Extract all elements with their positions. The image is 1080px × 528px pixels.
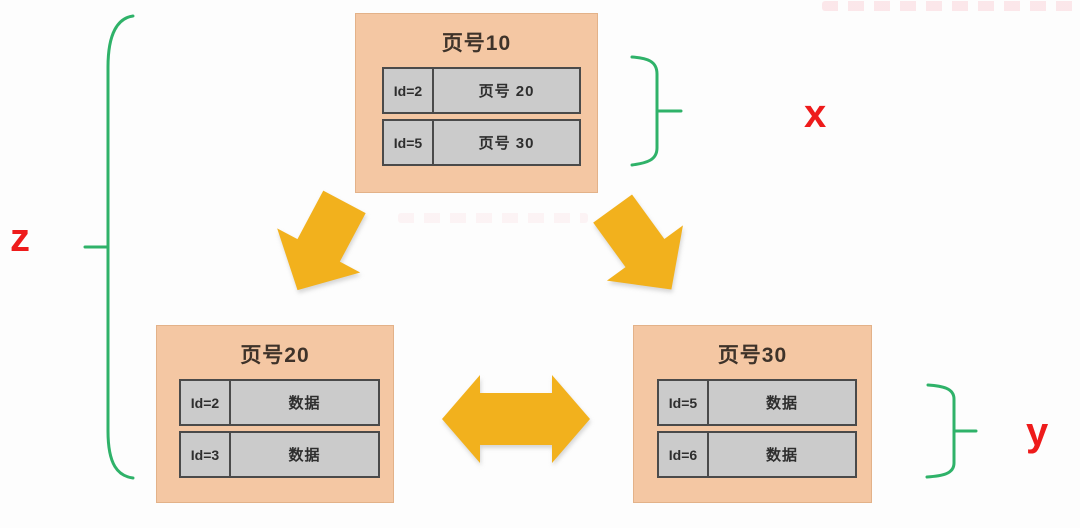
- record-value-cell: 数据: [765, 395, 798, 412]
- page-node-10: 页号10 Id=2 页号 20 Id=5 页号 30: [355, 13, 598, 193]
- page-title: 页号30: [717, 344, 788, 367]
- label-x: x: [804, 92, 827, 136]
- record-id-cell: Id=3: [181, 433, 231, 476]
- label-z: z: [10, 216, 30, 260]
- record-value-cell: 页号 20: [478, 83, 535, 100]
- arrow-down-right-icon: [593, 194, 683, 290]
- record-row: Id=3 数据: [179, 431, 380, 478]
- page-node-20: 页号20 Id=2 数据 Id=3 数据: [156, 325, 394, 503]
- record-row: Id=5 数据: [657, 379, 857, 426]
- watermark-artifact: [822, 1, 1078, 11]
- page-title: 页号20: [240, 344, 310, 367]
- brace-x-icon: [630, 55, 683, 167]
- record-value-cell: 数据: [288, 447, 321, 464]
- record-row: Id=5 页号 30: [382, 119, 581, 166]
- record-value-cell: 数据: [765, 447, 798, 464]
- watermark-artifact: [398, 213, 588, 223]
- record-list: Id=2 页号 20 Id=5 页号 30: [382, 67, 581, 171]
- record-id-cell: Id=2: [181, 381, 231, 424]
- record-row: Id=2 页号 20: [382, 67, 581, 114]
- brace-y-icon: [925, 383, 978, 479]
- record-row: Id=2 数据: [179, 379, 380, 426]
- arrow-down-left-icon: [277, 190, 366, 291]
- record-id-cell: Id=5: [384, 121, 434, 164]
- record-row: Id=6 数据: [657, 431, 857, 478]
- record-id-cell: Id=5: [659, 381, 709, 424]
- record-value-cell: 数据: [288, 395, 321, 412]
- label-y: y: [1026, 410, 1049, 454]
- record-id-cell: Id=2: [384, 69, 434, 112]
- page-title: 页号10: [441, 32, 512, 55]
- brace-z-icon: [83, 14, 135, 480]
- record-value-cell: 页号 30: [478, 135, 535, 152]
- arrow-double-horizontal-icon: [442, 375, 590, 463]
- page-node-30: 页号30 Id=5 数据 Id=6 数据: [633, 325, 872, 503]
- record-id-cell: Id=6: [659, 433, 709, 476]
- record-list: Id=5 数据 Id=6 数据: [657, 379, 857, 483]
- record-list: Id=2 数据 Id=3 数据: [179, 379, 380, 483]
